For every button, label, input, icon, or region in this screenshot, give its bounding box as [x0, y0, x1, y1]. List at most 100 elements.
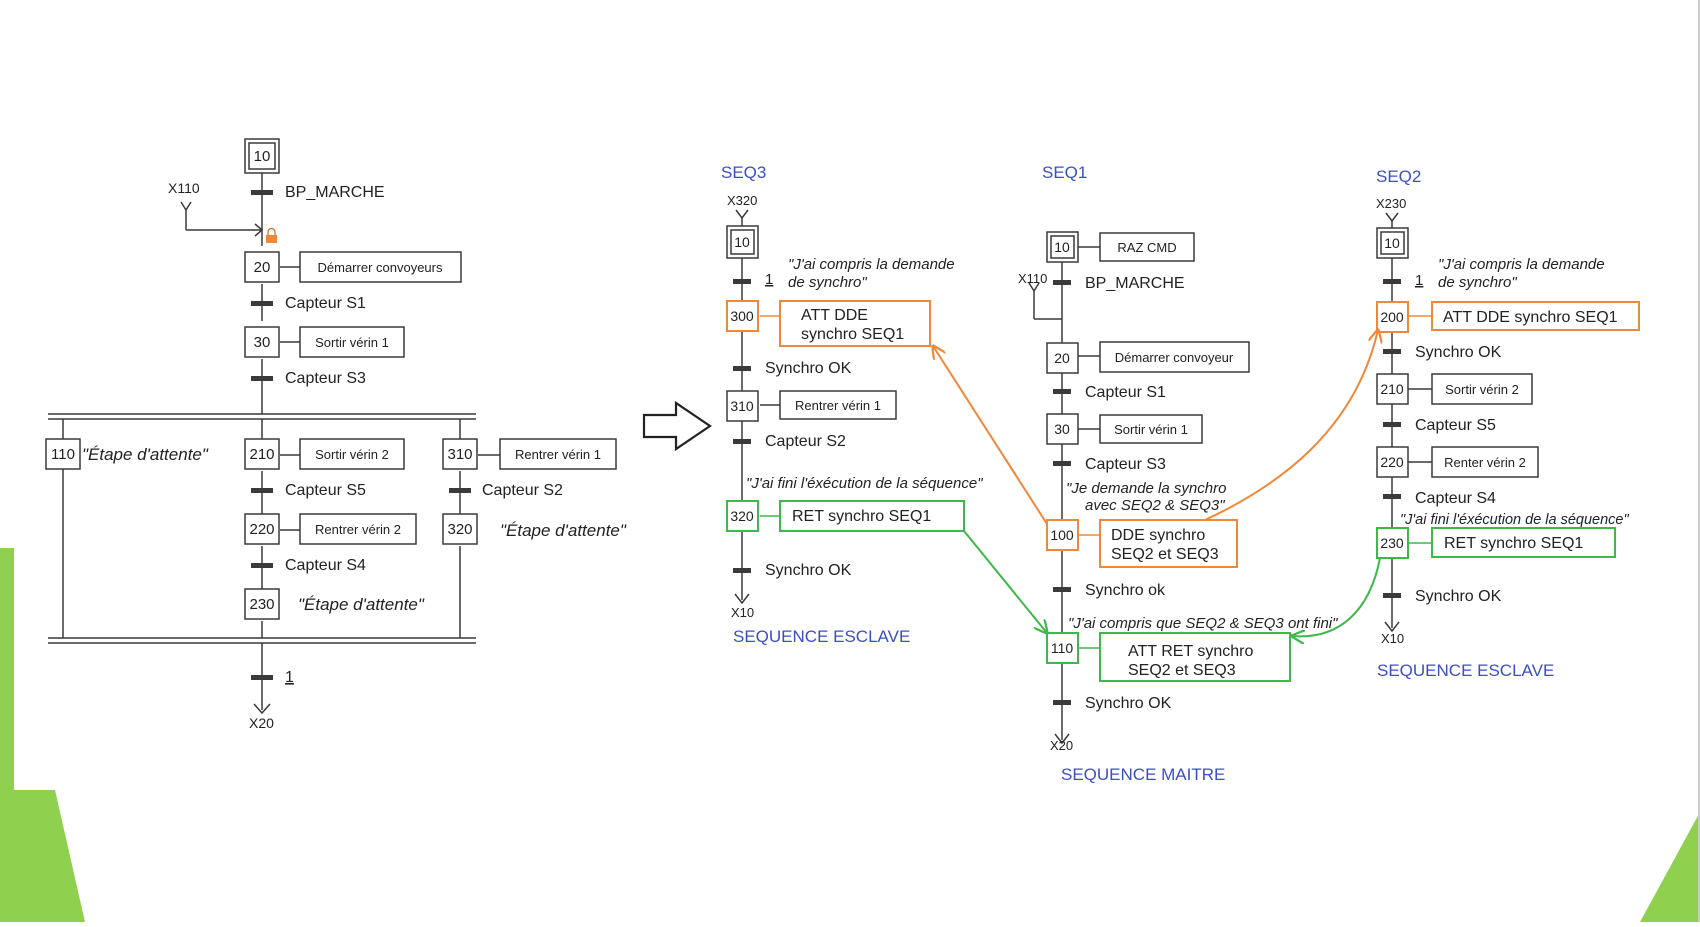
action-box: [779, 500, 965, 532]
transition-label: 1: [285, 669, 294, 686]
action-label: ATT DDE: [801, 307, 868, 324]
transition-label: 1: [1415, 272, 1423, 289]
sync-arrow-from-seq2: [1292, 557, 1381, 636]
step-number: 20: [1054, 350, 1070, 366]
action-label: ATT DDE synchro SEQ1: [1443, 309, 1618, 326]
step-box: [244, 588, 280, 620]
step-number: 30: [1054, 421, 1070, 437]
wait-step-label: "Étape d'attente": [298, 595, 425, 614]
action-box: [299, 513, 417, 545]
seq3-grafcet: [734, 209, 780, 605]
action-label: Renter vérin 2: [1444, 455, 1526, 470]
step-box: [1046, 519, 1079, 551]
sequence-title: SEQ3: [721, 163, 766, 182]
action-label: Sortir vérin 1: [315, 335, 389, 350]
action-label: Sortir vérin 2: [1445, 382, 1519, 397]
sequence-role-label: SEQUENCE MAITRE: [1061, 765, 1225, 784]
action-label: Rentrer vérin 1: [795, 398, 881, 413]
transition-label: Synchro OK: [765, 360, 852, 377]
step-box: [244, 326, 280, 358]
action-box: [1431, 373, 1533, 405]
step-box: [726, 390, 759, 422]
transition-label: Synchro OK: [1415, 588, 1502, 605]
seq1-transition-bars: [1053, 280, 1071, 705]
step-box: [244, 251, 280, 283]
action-box: [299, 438, 405, 470]
transition-label: Capteur S1: [285, 295, 366, 312]
transition-label: BP_MARCHE: [1085, 275, 1185, 292]
action-label: Démarrer convoyeurs: [318, 260, 443, 275]
lock-icon: [266, 235, 277, 243]
reference-label: X20: [1050, 738, 1073, 753]
comment-text: "J'ai fini l'éxécution de la séquence": [746, 475, 983, 492]
action-box: [1099, 632, 1291, 682]
wait-step-label: "Étape d'attente": [500, 521, 627, 540]
reference-label: X10: [1381, 631, 1404, 646]
action-box: [299, 326, 405, 358]
step-number: 300: [730, 308, 754, 324]
step-number: 110: [1051, 640, 1074, 656]
step-number: 20: [254, 259, 271, 276]
step-box: [1046, 413, 1079, 445]
wait-step-label: "Étape d'attente": [82, 445, 209, 464]
step-number: 30: [254, 334, 271, 351]
action-label: DDE synchro: [1111, 527, 1205, 544]
step-box-inner: [248, 142, 276, 170]
step-number: 10: [1384, 235, 1400, 251]
transition-label: Capteur S3: [1085, 456, 1166, 473]
reference-label: X230: [1376, 196, 1406, 211]
transition-label: Capteur S2: [765, 433, 846, 450]
sync-arrow-to-seq3: [933, 346, 1048, 525]
step-number: 230: [249, 596, 274, 613]
step-box: [1376, 301, 1409, 333]
step-box: [1376, 373, 1409, 405]
action-label: RET synchro SEQ1: [1444, 535, 1583, 552]
sync-arrow-from-seq3: [963, 530, 1047, 633]
step-number: 210: [249, 446, 274, 463]
action-box: [1099, 232, 1195, 262]
transition-label: 1: [765, 271, 773, 288]
action-label: RET synchro SEQ1: [792, 508, 931, 525]
step-number: 220: [249, 521, 274, 538]
reference-label: X110: [1018, 271, 1047, 286]
comment-text: avec SEQ2 & SEQ3": [1085, 497, 1225, 514]
lock-icon-shackle: [267, 227, 276, 235]
action-label: synchro SEQ1: [801, 326, 904, 343]
step-box: [1376, 446, 1409, 478]
action-label: SEQ2 et SEQ3: [1111, 546, 1219, 563]
comment-text: "J'ai compris la demande: [1438, 256, 1605, 273]
sequence-title: SEQ1: [1042, 163, 1087, 182]
step-number: 10: [1054, 239, 1070, 255]
action-label: SEQ2 et SEQ3: [1128, 662, 1236, 679]
action-label: RAZ CMD: [1117, 240, 1176, 255]
transition-label: Synchro OK: [1415, 344, 1502, 361]
comment-text: "J'ai compris la demande: [788, 256, 955, 273]
slide-green-left-edge: [0, 548, 14, 820]
transformation-arrow: [642, 400, 712, 452]
step-number: 110: [51, 446, 75, 463]
step-number: 210: [1380, 381, 1404, 397]
transition-label: Synchro ok: [1085, 582, 1166, 599]
action-label: Rentrer vérin 1: [515, 447, 601, 462]
reference-label: X110: [168, 180, 200, 196]
action-box: [1431, 301, 1640, 331]
action-label: Sortir vérin 1: [1114, 422, 1188, 437]
transition-label: Capteur S4: [1415, 490, 1496, 507]
step-box: [1376, 527, 1409, 559]
reference-label: X10: [731, 605, 754, 620]
reference-label: X20: [249, 715, 274, 731]
comment-text: "Je demande la synchro: [1066, 480, 1226, 497]
comment-text: "J'ai fini l'éxécution de la séquence": [1400, 512, 1629, 528]
step-box: [45, 438, 81, 470]
step-box: [442, 438, 478, 470]
action-box: [1099, 414, 1203, 444]
action-box: [1099, 341, 1250, 373]
sequence-role-label: SEQUENCE ESCLAVE: [733, 627, 910, 646]
step-box-inner: [730, 229, 755, 255]
step-box: [726, 500, 759, 532]
seq3-transition-bars: [733, 279, 751, 573]
sequence-title: SEQ2: [1376, 167, 1421, 186]
action-box: [1099, 519, 1238, 568]
